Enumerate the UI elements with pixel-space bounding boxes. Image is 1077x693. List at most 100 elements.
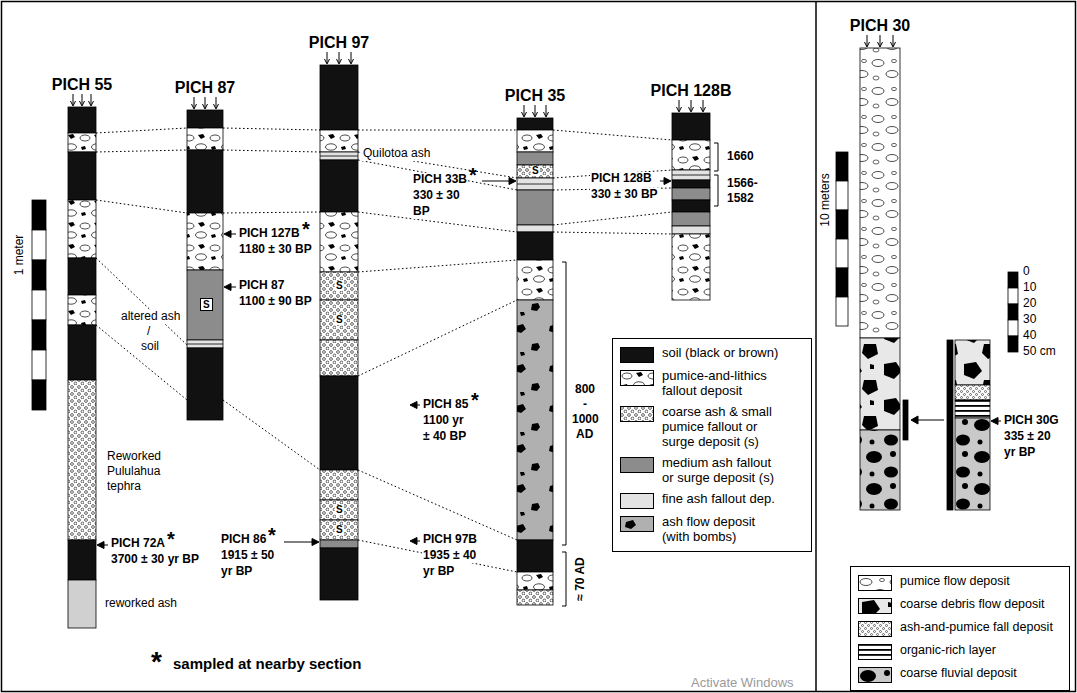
surge-mark: S <box>335 315 344 325</box>
scale-label: 10 meters <box>819 172 833 227</box>
strata-column <box>68 200 96 258</box>
strata-column <box>187 270 223 340</box>
scale-bar <box>32 380 46 410</box>
legend-item: coarse fluvial deposit <box>858 666 1062 683</box>
strata-column <box>187 110 223 128</box>
sample-label: BP <box>412 205 431 219</box>
strata-column <box>955 340 990 385</box>
footnote: sampled at nearby section <box>172 655 362 672</box>
surface-arrows <box>192 97 219 109</box>
sample-label: 3700 ± 30 yr BP <box>110 553 200 567</box>
scale-bar <box>32 200 46 230</box>
correlation-line <box>223 128 320 130</box>
figure-frame <box>815 2 817 692</box>
strata-column <box>187 344 223 345</box>
strata-column <box>187 128 223 150</box>
scale-bar <box>836 181 848 210</box>
strata-column <box>860 430 900 510</box>
age-bracket <box>714 143 718 206</box>
sample-label: PICH 128B <box>590 172 653 186</box>
scale-bar <box>836 210 848 239</box>
correlation-line <box>96 258 187 345</box>
strata-column <box>68 540 96 580</box>
sample-label: 1100 ± 90 BP <box>238 295 313 309</box>
scale-bar <box>32 230 46 260</box>
note-label: altered ash <box>120 310 181 324</box>
legend-item: fine ash fallout dep. <box>620 492 804 509</box>
legend-item: medium ash fallout or surge deposit (s) <box>620 456 804 486</box>
sample-marker <box>911 416 918 424</box>
strata-column <box>320 65 358 130</box>
correlation-line <box>358 160 517 190</box>
scale-bar <box>1008 272 1018 288</box>
note-label: tephra <box>106 480 142 494</box>
legend-sample <box>620 516 654 532</box>
strata-column <box>672 234 710 300</box>
note-label: Quilotoa ash <box>362 147 431 161</box>
correlation-line <box>96 128 187 133</box>
sample-label: 1180 ± 30 BP <box>238 243 313 257</box>
section-column: PICH 55 <box>68 107 96 628</box>
legend-text: medium ash fallout or surge deposit (s) <box>662 456 783 486</box>
sample-marker <box>97 542 104 549</box>
legend-sample <box>620 406 654 422</box>
surface-arrows <box>71 35 896 117</box>
sample-marker <box>410 538 417 545</box>
note-label: soil <box>140 340 160 354</box>
nearby-star: * <box>150 648 163 676</box>
scale-label: 1 meter <box>13 234 27 277</box>
sample-marker <box>482 181 509 182</box>
strata-column <box>672 188 710 200</box>
scale-bar <box>836 152 848 181</box>
note-label: Reworked <box>106 450 162 464</box>
nearby-star: * <box>301 219 311 239</box>
scale-bar <box>836 239 848 268</box>
column-title: PICH 30 <box>850 17 910 35</box>
correlation-line <box>223 212 320 213</box>
strata-column <box>672 175 710 176</box>
strata-column <box>320 272 358 300</box>
sample-label: 1100 yr <box>422 414 465 428</box>
strata-column <box>517 572 553 590</box>
section-column: PICH 97 <box>320 65 358 600</box>
strata-column <box>320 156 358 157</box>
strata-column <box>187 348 223 420</box>
legend-sample <box>620 370 654 386</box>
note-label: 40 <box>1022 329 1037 343</box>
strata-column <box>320 300 358 340</box>
strata-column <box>860 48 900 338</box>
sample-marker <box>410 402 417 409</box>
strata-column <box>672 113 710 140</box>
date-label: 1000 <box>571 413 600 427</box>
legend-item: pumice flow deposit <box>858 574 1062 591</box>
strata-column <box>517 190 553 225</box>
sample-label: 1915 ± 50 <box>220 549 275 563</box>
strata-column <box>517 165 553 178</box>
sample-label: PICH 127B <box>238 227 301 241</box>
legend-sample <box>621 406 654 421</box>
strata-column <box>517 260 553 300</box>
strata-column <box>517 540 553 572</box>
legend-sample <box>859 622 892 637</box>
column-title: PICH 87 <box>175 79 235 97</box>
section-column: PICH 30 <box>860 48 900 510</box>
sample-label: yr BP <box>1003 446 1036 460</box>
strata-column <box>517 184 553 185</box>
surface-arrows <box>522 105 549 117</box>
legend-text: ash flow deposit (with bombs) <box>662 515 783 545</box>
nearby-star: * <box>267 525 277 545</box>
strata-column <box>320 160 358 212</box>
strata-column <box>320 340 358 376</box>
sample-marker <box>417 541 420 542</box>
nearby-star: * <box>470 390 480 410</box>
surge-mark: S <box>335 505 344 515</box>
sample-label: 330 ± 30 BP <box>590 188 659 202</box>
strata-column <box>517 130 553 152</box>
legend-text: organic-rich layer <box>900 643 1062 657</box>
strata-column <box>947 340 953 510</box>
watermark: Activate Windows <box>690 676 795 691</box>
correlation-line <box>223 150 320 152</box>
sample-label: PICH 30G <box>1003 414 1060 428</box>
note-label: 0 <box>1022 265 1031 279</box>
